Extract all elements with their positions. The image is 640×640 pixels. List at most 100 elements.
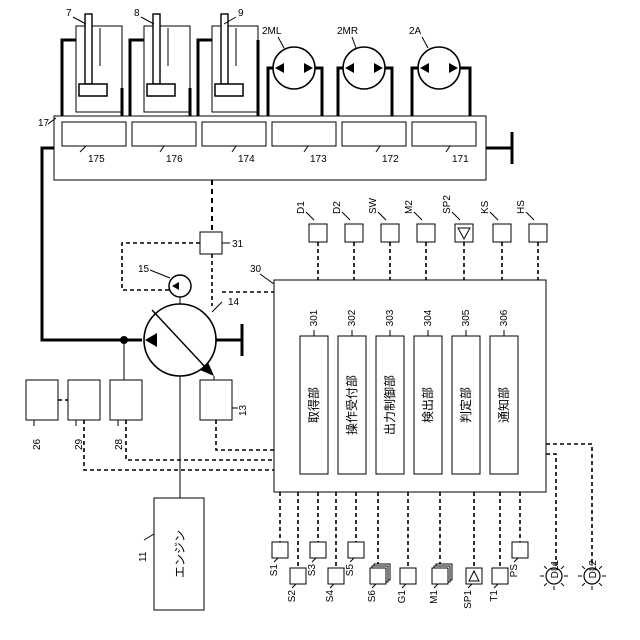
motor-2a: 2A (409, 26, 460, 89)
cylinder-9-label: 9 (238, 8, 244, 19)
io-g1-label: G1 (397, 590, 408, 604)
spool-175 (62, 122, 126, 146)
bottom-io: S1S2 S3S4 S5S6 G1 M1 SP1 T1 PS (269, 492, 528, 609)
device-26-label: 26 (32, 438, 43, 450)
spool-175-label: 175 (88, 154, 105, 165)
unit-303-label: 出力制御部 (382, 375, 397, 435)
motor-2mr: 2MR (337, 26, 385, 89)
io-sp1: SP1 (463, 492, 482, 609)
device-28: 28 (110, 380, 142, 450)
motor-2ml: 2ML (262, 26, 315, 89)
spool-173 (272, 122, 336, 146)
io-s1-label: S1 (269, 564, 280, 577)
motor-2ml-label: 2ML (262, 26, 282, 37)
motor-2a-label: 2A (409, 26, 422, 37)
spool-174 (202, 122, 266, 146)
input-hs-label: HS (516, 200, 527, 214)
input-m2: M2 (404, 200, 435, 280)
control-valve-label: 17 (38, 118, 50, 129)
spool-174-label: 174 (238, 154, 255, 165)
io-g1: G1 (397, 492, 416, 603)
pilot-pump: 15 (138, 264, 191, 297)
lamps: DL1 DL2 (540, 444, 606, 590)
device-13: 13 (200, 380, 249, 420)
spool-172 (342, 122, 406, 146)
io-s2: S2 (287, 492, 306, 602)
io-sp1-label: SP1 (463, 590, 474, 609)
device-26: 26 (26, 380, 58, 450)
input-sp2-label: SP2 (442, 195, 453, 214)
cylinder-9: 9 (212, 8, 258, 112)
unit-301-ref: 301 (309, 309, 320, 326)
signal-28 (126, 420, 274, 460)
input-sw-label: SW (368, 197, 379, 214)
cylinder-8-label: 8 (134, 8, 140, 19)
spool-172-label: 172 (382, 154, 399, 165)
spool-171 (412, 122, 476, 146)
input-d2-label: D2 (332, 201, 343, 214)
input-d1-label: D1 (296, 201, 307, 214)
io-s2-label: S2 (287, 590, 298, 603)
input-ks-label: KS (480, 200, 491, 214)
spool-176 (132, 122, 196, 146)
io-ps-label: PS (509, 564, 520, 578)
io-s4: S4 (325, 492, 344, 602)
motor-2mr-label: 2MR (337, 26, 358, 37)
unit-306-ref: 306 (499, 309, 510, 326)
spool-176-label: 176 (166, 154, 183, 165)
device-13-label: 13 (238, 404, 249, 416)
spool-173-label: 173 (310, 154, 327, 165)
device-29: 29 (68, 380, 100, 450)
input-m2-label: M2 (404, 200, 415, 214)
io-m1-label: M1 (429, 590, 440, 604)
main-pump-label: 14 (228, 297, 240, 308)
io-s3: S3 (307, 492, 326, 576)
control-valve: 175 176 174 173 172 171 17 (38, 116, 486, 180)
input-sw: SW (368, 197, 399, 280)
io-s4-label: S4 (325, 590, 336, 603)
cylinder-8: 8 (134, 8, 190, 112)
io-t1-label: T1 (489, 590, 500, 602)
unit-306-label: 通知部 (496, 387, 511, 423)
unit-304-label: 検出部 (420, 387, 435, 423)
tank-symbol-valve (486, 132, 512, 164)
top-inputs: D1 D2 SW M2 SP2 KS HS (296, 195, 547, 280)
input-d2: D2 (332, 201, 363, 280)
io-t1: T1 (489, 492, 508, 602)
controller-label: 30 (250, 264, 262, 275)
unit-302-label: 操作受付部 (344, 375, 359, 435)
unit-304-ref: 304 (423, 309, 434, 326)
io-s5: S5 (345, 492, 364, 576)
io-s6-label: S6 (367, 590, 378, 603)
input-d1: D1 (296, 201, 327, 280)
unit-303-ref: 303 (385, 309, 396, 326)
input-ks: KS (480, 200, 511, 280)
regulator-label: 31 (232, 239, 244, 250)
cylinder-7-label: 7 (66, 8, 72, 19)
tank-symbol-pump (216, 324, 242, 356)
regulator: 31 (200, 232, 244, 254)
lamp-dl1-label: DL1 (550, 560, 561, 579)
unit-305-ref: 305 (461, 309, 472, 326)
signal-29 (84, 420, 274, 470)
engine-ref-label: 11 (138, 551, 149, 562)
main-pump: 14 (144, 297, 240, 376)
device-28-label: 28 (114, 438, 125, 450)
unit-301-label: 取得部 (306, 387, 321, 423)
input-hs: HS (516, 200, 547, 280)
signal-13 (216, 420, 274, 450)
input-sp2: SP2 (442, 195, 473, 280)
unit-305-label: 判定部 (458, 387, 473, 423)
lamp-dl2-label: DL2 (588, 560, 599, 579)
unit-302-ref: 302 (347, 309, 358, 326)
io-s3-label: S3 (307, 564, 318, 577)
io-m1: M1 (429, 492, 452, 604)
pilot-pump-label: 15 (138, 264, 150, 275)
engine: エンジン 11 (138, 498, 204, 610)
cylinder-7: 7 (66, 8, 122, 112)
io-s5-label: S5 (345, 564, 356, 577)
io-s1: S1 (269, 492, 288, 576)
engine-label: エンジン (173, 530, 187, 578)
io-ps: PS (509, 492, 528, 577)
